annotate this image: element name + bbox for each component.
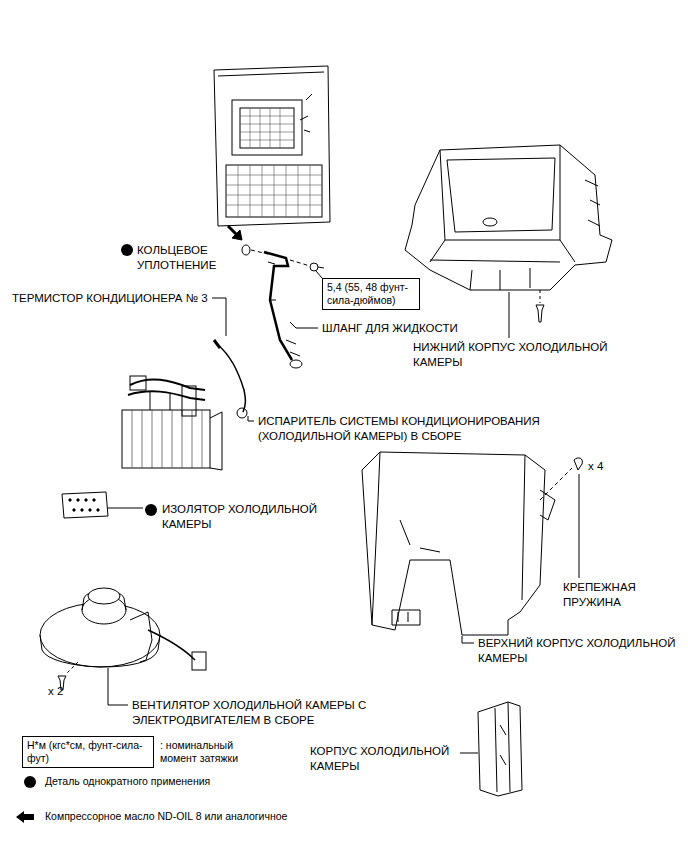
part-label: НИЖНИЙ КОРПУС ХОЛОДИЛЬНОЙ КАМЕРЫ bbox=[413, 340, 631, 370]
torque-box: Н*м (кгс*см, фунт-сила-фут) bbox=[22, 736, 154, 768]
legend-text: Деталь однократного применения bbox=[45, 775, 345, 788]
torque-text: Н*м (кгс*см, фунт-сила-фут) bbox=[27, 739, 149, 765]
part-label: КОРПУС ХОЛОДИЛЬНОЙ КАМЕРЫ bbox=[310, 744, 460, 774]
part-label: КРЕПЕЖНАЯ ПРУЖИНА bbox=[563, 580, 675, 610]
part-label: ТЕРМИСТОР КОНДИЦИОНЕРА № 3 bbox=[12, 291, 210, 306]
torque-box: 5,4 (55, 48 фунт-сила-дюймов) bbox=[322, 278, 420, 310]
part-label: ВЕНТИЛЯТОР ХОЛОДИЛЬНОЙ КАМЕРЫ С ЭЛЕКТРОД… bbox=[132, 698, 377, 728]
legend-text: : номинальный момент затяжки bbox=[160, 739, 272, 765]
part-label: КОЛЬЦЕВОЕ УПЛОТНЕНИЕ bbox=[137, 243, 229, 273]
part-label: ИСПАРИТЕЛЬ СИСТЕМЫ КОНДИЦИОНИРОВАНИЯ (ХО… bbox=[258, 414, 558, 444]
part-label: x 2 bbox=[48, 684, 88, 699]
part-label: x 4 bbox=[588, 459, 628, 474]
part-label: ИЗОЛЯТОР ХОЛОДИЛЬНОЙ КАМЕРЫ bbox=[162, 502, 330, 532]
torque-text: 5,4 (55, 48 фунт-сила-дюймов) bbox=[327, 281, 415, 307]
part-label: ШЛАНГ ДЛЯ ЖИДКОСТИ bbox=[322, 321, 492, 336]
legend-text: Компрессорное масло ND-OIL 8 или аналоги… bbox=[45, 810, 385, 823]
part-label: ВЕРХНИЙ КОРПУС ХОЛОДИЛЬНОЙ КАМЕРЫ bbox=[478, 636, 684, 666]
